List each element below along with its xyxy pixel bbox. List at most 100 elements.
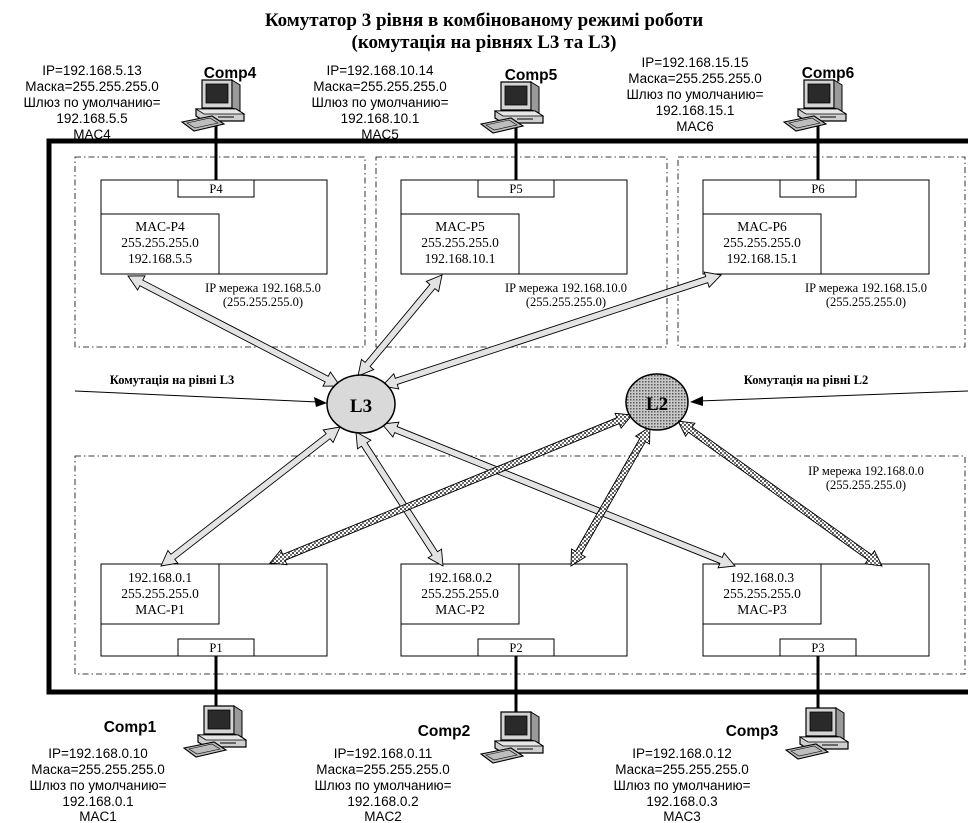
svg-text:192.168.10.1: 192.168.10.1 (341, 111, 420, 126)
port-info-line: 192.168.0.1 (128, 570, 192, 585)
l3-arrow-p3 (381, 421, 736, 569)
port-info-line: 192.168.5.5 (128, 251, 192, 266)
title-line-1: Комутатор 3 рівня в комбінованому режимі… (265, 10, 703, 31)
title-line-2: (комутація на рівнях L3 та L3) (352, 32, 617, 53)
l2-arrow-p3 (677, 420, 883, 567)
svg-text:IP мережа 192.168.10.0: IP мережа 192.168.10.0 (505, 281, 627, 295)
svg-text:IP=192.168.5.13: IP=192.168.5.13 (42, 63, 141, 78)
svg-text:Шлюз по умолчанию=: Шлюз по умолчанию= (613, 778, 750, 793)
network-area-10 (375, 156, 668, 348)
computer-icon-comp3 (785, 707, 849, 760)
network-label-15: IP мережа 192.168.15.0 (255.255.255.0) (805, 281, 927, 309)
port-label: P5 (509, 182, 522, 196)
port-info-line: 192.168.0.2 (428, 570, 492, 585)
callout-l3-pointer (74, 390, 319, 403)
svg-text:192.168.5.5: 192.168.5.5 (56, 111, 127, 126)
l3-arrows (127, 271, 736, 569)
svg-text:IP=192.168.0.12: IP=192.168.0.12 (632, 746, 731, 761)
switch-frame (46, 138, 968, 695)
computer-icon-comp5 (480, 81, 544, 134)
port-info-line: 255.255.255.0 (723, 586, 801, 601)
port-label: P2 (509, 641, 522, 655)
svg-text:MAC4: MAC4 (73, 127, 111, 142)
computer-icon-comp2 (480, 711, 544, 764)
port-info-line: 255.255.255.0 (421, 235, 499, 250)
svg-text:Маска=255.255.255.0: Маска=255.255.255.0 (316, 762, 450, 777)
port-info-line: MAC-P2 (435, 602, 485, 617)
svg-text:MAC3: MAC3 (663, 809, 701, 823)
svg-text:IP мережа 192.168.0.0: IP мережа 192.168.0.0 (808, 464, 924, 478)
svg-text:Шлюз по умолчанию=: Шлюз по умолчанию= (29, 778, 166, 793)
network-label-10: IP мережа 192.168.10.0 (255.255.255.0) (505, 281, 627, 309)
svg-text:(255.255.255.0): (255.255.255.0) (526, 295, 606, 309)
computer-icon-comp4 (181, 79, 245, 132)
port-info-line: MAC-P1 (135, 602, 185, 617)
port-label: P3 (811, 641, 824, 655)
svg-text:192.168.0.1: 192.168.0.1 (62, 794, 133, 809)
l2-label: L2 (646, 394, 668, 415)
l3-arrow-p5 (357, 274, 443, 377)
callout-l2-pointer (698, 390, 968, 402)
callout-l3: Комутація на рівні L3 (110, 373, 234, 387)
cables (214, 125, 820, 712)
callout-l2: Комутація на рівні L2 (744, 373, 868, 387)
svg-text:(255.255.255.0): (255.255.255.0) (223, 295, 303, 309)
svg-text:192.168.15.1: 192.168.15.1 (656, 103, 735, 118)
svg-text:MAC1: MAC1 (79, 809, 117, 823)
svg-text:Шлюз по умолчанию=: Шлюз по умолчанию= (23, 95, 160, 110)
svg-text:IP=192.168.0.10: IP=192.168.0.10 (48, 746, 147, 761)
port-info-line: MAC-P5 (435, 219, 485, 234)
computer-name-comp5: Comp5 (505, 67, 558, 84)
svg-text:IP=192.168.15.15: IP=192.168.15.15 (642, 55, 749, 70)
svg-text:192.168.0.3: 192.168.0.3 (646, 794, 717, 809)
svg-text:IP=192.168.10.14: IP=192.168.10.14 (327, 63, 434, 78)
port-label: P1 (209, 641, 222, 655)
svg-text:MAC6: MAC6 (676, 119, 714, 134)
port-info-line: 255.255.255.0 (421, 586, 499, 601)
l3-arrow-p2 (355, 431, 444, 567)
computer-info-comp4: IP=192.168.5.13 Маска=255.255.255.0 Шлюз… (23, 63, 160, 142)
network-label-5: IP мережа 192.168.5.0 (255.255.255.0) (205, 281, 321, 309)
svg-text:IP мережа 192.168.15.0: IP мережа 192.168.15.0 (805, 281, 927, 295)
l2-node: L2 (625, 373, 689, 431)
computer-name-comp3: Comp3 (726, 723, 779, 740)
port-block-p1: 192.168.0.1 255.255.255.0 MAC-P1 P1 (100, 563, 328, 657)
l3-arrow-p1 (160, 426, 341, 567)
l3-label: L3 (350, 396, 372, 417)
svg-text:192.168.0.2: 192.168.0.2 (347, 794, 418, 809)
port-info-line: 192.168.0.3 (730, 570, 794, 585)
port-info-line: 255.255.255.0 (723, 235, 801, 250)
callout-l3-arrowhead (314, 397, 327, 407)
l3-node: L3 (326, 374, 396, 434)
port-label: P4 (209, 182, 223, 196)
computer-icon-comp6 (783, 79, 847, 132)
svg-text:Маска=255.255.255.0: Маска=255.255.255.0 (628, 71, 762, 86)
port-info-line: MAC-P3 (737, 602, 787, 617)
port-block-p3: 192.168.0.3 255.255.255.0 MAC-P3 P3 (702, 563, 930, 657)
port-block-p2: 192.168.0.2 255.255.255.0 MAC-P2 P2 (400, 563, 628, 657)
port-info-line: 192.168.10.1 (425, 251, 496, 266)
callout-l2-arrowhead (690, 396, 703, 406)
svg-text:Шлюз по умолчанию=: Шлюз по умолчанию= (626, 87, 763, 102)
computer-info-comp5: IP=192.168.10.14 Маска=255.255.255.0 Шлю… (311, 63, 448, 142)
port-info-line: 255.255.255.0 (121, 586, 199, 601)
computer-name-comp2: Comp2 (418, 723, 471, 740)
svg-text:(255.255.255.0): (255.255.255.0) (826, 478, 906, 492)
computer-info-comp2: IP=192.168.0.11 Маска=255.255.255.0 Шлюз… (314, 746, 451, 823)
network-area-0 (74, 455, 966, 675)
svg-text:Маска=255.255.255.0: Маска=255.255.255.0 (615, 762, 749, 777)
computer-info-comp1: IP=192.168.0.10 Маска=255.255.255.0 Шлюз… (29, 746, 166, 823)
port-label: P6 (811, 182, 824, 196)
l2-arrows (269, 412, 883, 567)
port-block-p5: P5 MAC-P5 255.255.255.0 192.168.10.1 (400, 179, 628, 275)
svg-text:Маска=255.255.255.0: Маска=255.255.255.0 (313, 79, 447, 94)
svg-text:IP=192.168.0.11: IP=192.168.0.11 (334, 746, 432, 761)
port-block-p4: P4 MAC-P4 255.255.255.0 192.168.5.5 (100, 179, 328, 275)
computer-info-comp6: IP=192.168.15.15 Маска=255.255.255.0 Шлю… (626, 55, 763, 134)
computer-info-comp3: IP=192.168.0.12 Маска=255.255.255.0 Шлюз… (613, 746, 750, 823)
port-info-line: 255.255.255.0 (121, 235, 199, 250)
port-info-line: 192.168.15.1 (727, 251, 798, 266)
port-info-line: MAC-P4 (135, 219, 185, 234)
